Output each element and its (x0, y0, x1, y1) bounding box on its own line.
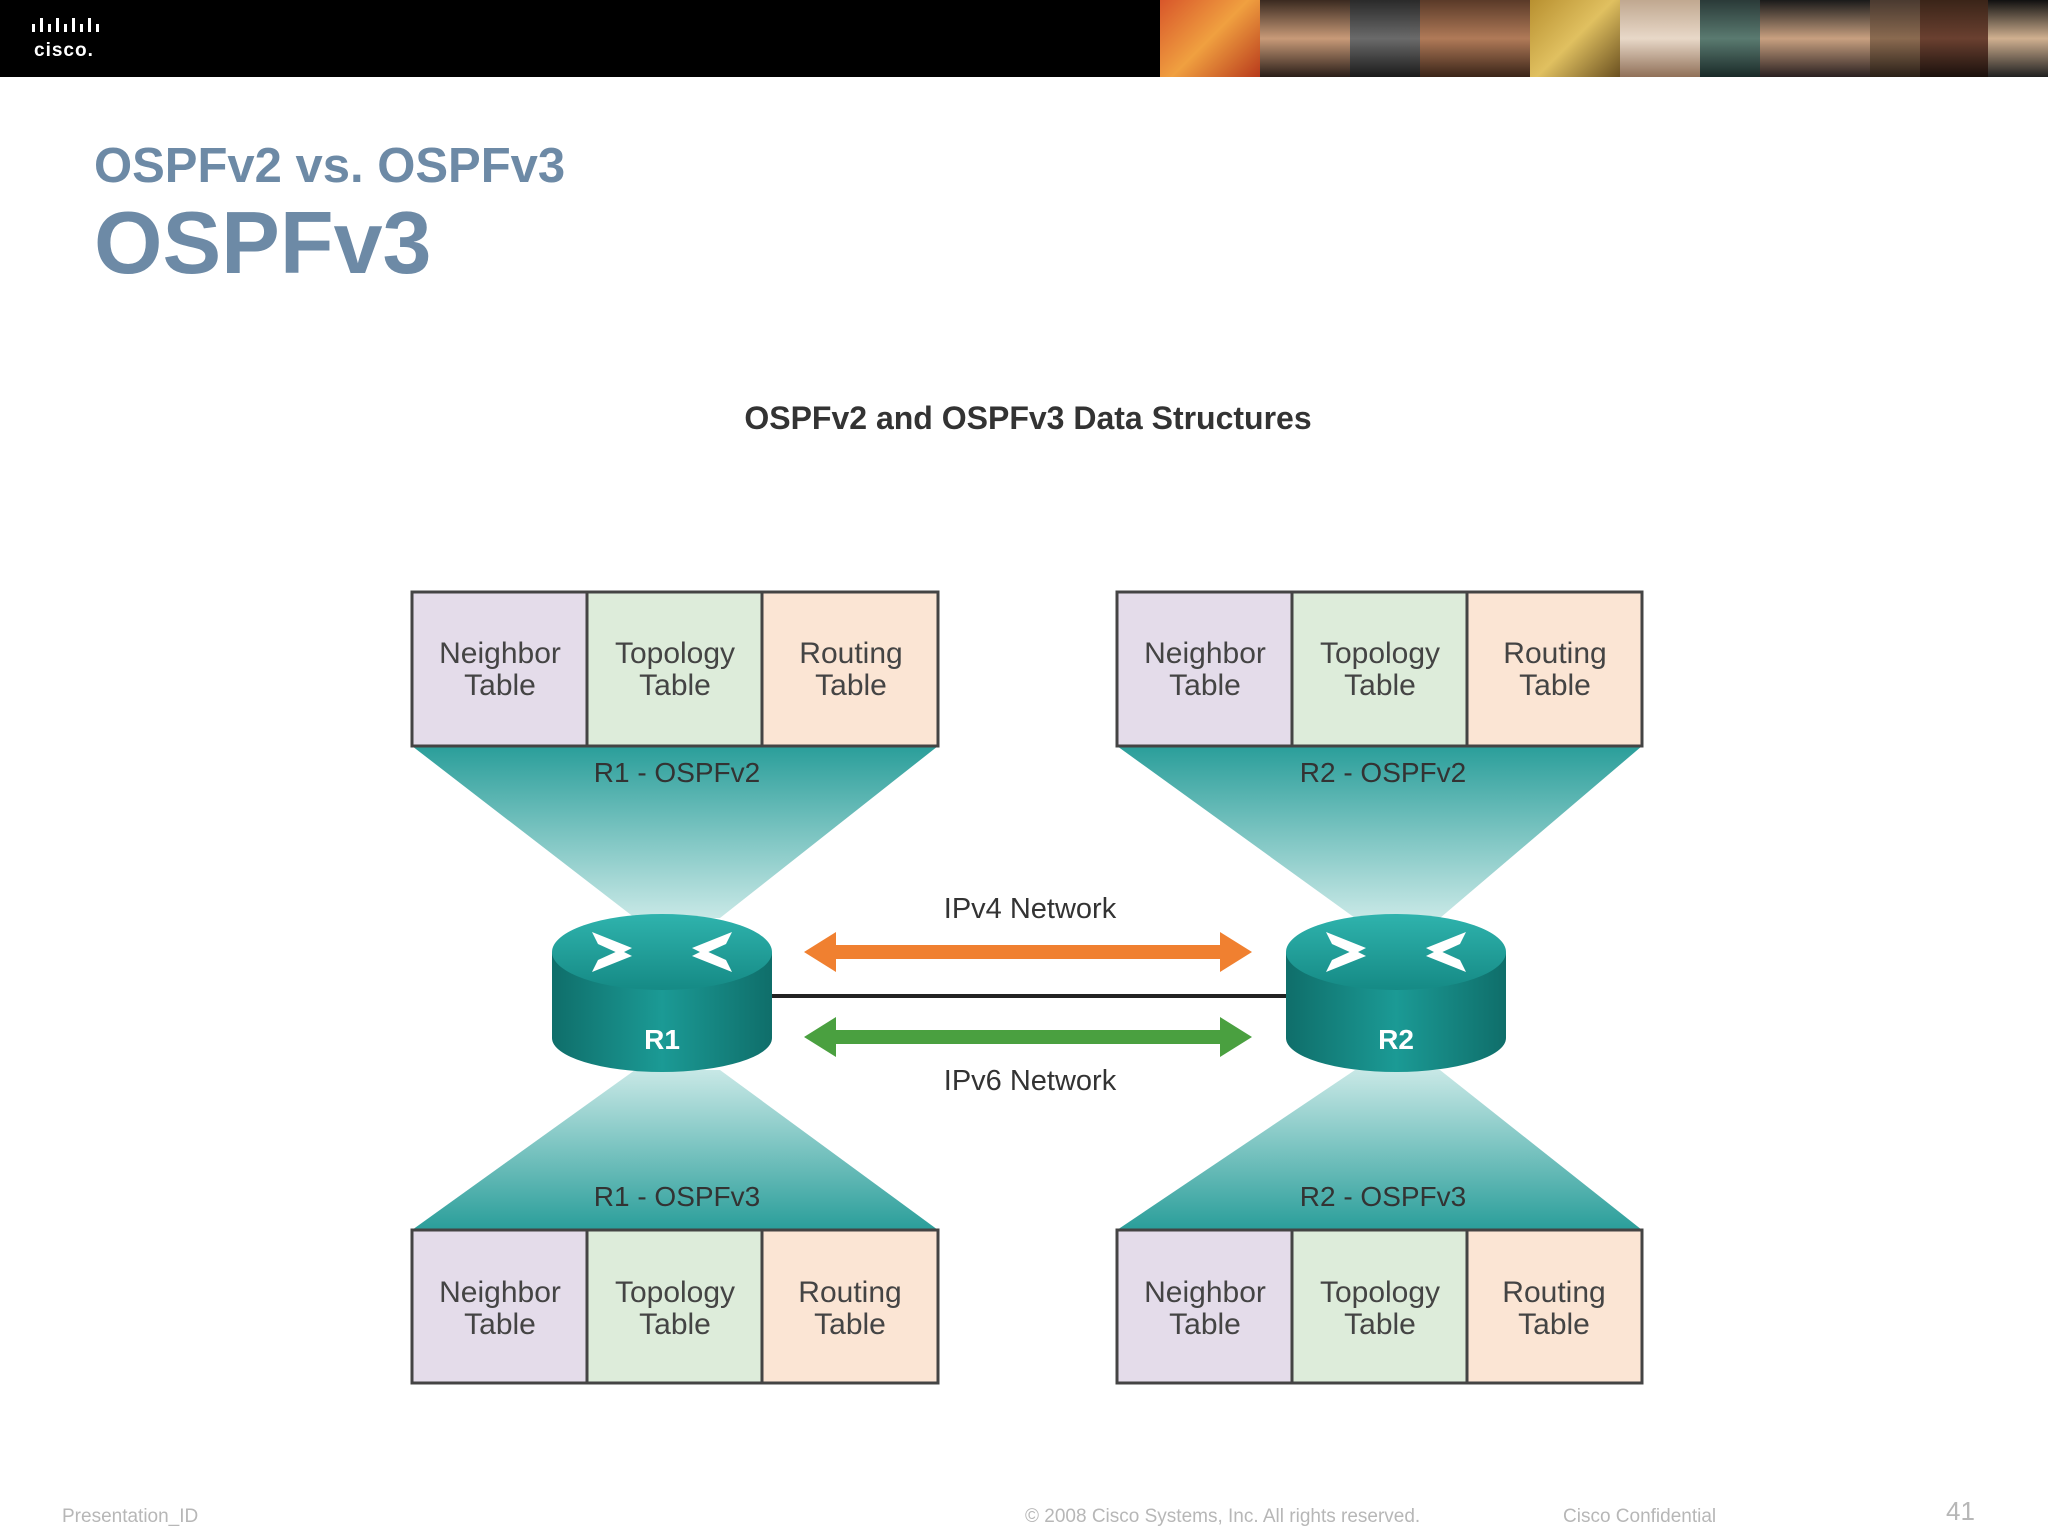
neighbor-table-label-2: Table (464, 669, 536, 702)
neighbor-table-label: Neighbor (1144, 637, 1266, 670)
router-r1-label: R1 (644, 1024, 680, 1055)
header-photo-strip (1160, 0, 2048, 77)
ipv4-network-label: IPv4 Network (944, 893, 1117, 925)
footer-copyright: © 2008 Cisco Systems, Inc. All rights re… (1025, 1506, 1421, 1527)
routing-table-label: Routing (798, 1276, 901, 1309)
ipv6-arrow-icon (804, 1017, 1252, 1057)
diagram-title: OSPFv2 and OSPFv3 Data Structures (744, 400, 1311, 436)
footer-confidential: Cisco Confidential (1563, 1506, 1717, 1527)
r2-v3-funnel (1117, 1070, 1642, 1230)
routing-table-label: Routing (1503, 637, 1606, 670)
cisco-logo (32, 18, 99, 32)
group-label-r1-v2: R1 - OSPFv2 (594, 757, 760, 788)
group-label-r2-v2: R2 - OSPFv2 (1300, 757, 1466, 788)
routing-table-label-2: Table (1518, 1308, 1590, 1341)
topology-table-label-2: Table (1344, 1308, 1416, 1341)
header-bar: cisco. (0, 0, 2048, 77)
ipv6-network-label: IPv6 Network (944, 1065, 1117, 1097)
routing-table-label: Routing (799, 637, 902, 670)
topology-table-label: Topology (1320, 637, 1440, 670)
neighbor-table-label: Neighbor (439, 1276, 561, 1309)
group-label-r2-v3: R2 - OSPFv3 (1300, 1181, 1466, 1212)
neighbor-table-label-2: Table (1169, 1308, 1241, 1341)
page-number: 41 (1946, 1496, 1975, 1526)
topology-table-label-2: Table (639, 669, 711, 702)
slide-title: OSPFv3 (94, 193, 432, 292)
topology-table-label: Topology (615, 637, 735, 670)
r2-ospfv2-tables: Neighbor Table Topology Table Routing Ta… (1115, 590, 1644, 748)
r1-v2-funnel (412, 746, 938, 918)
group-label-r1-v3: R1 - OSPFv3 (594, 1181, 760, 1212)
r1-ospfv3-tables: Neighbor Table Topology Table Routing Ta… (410, 1228, 940, 1385)
router-r2-label: R2 (1378, 1024, 1414, 1055)
cisco-logo-text: cisco. (34, 40, 94, 61)
topology-table-label-2: Table (639, 1308, 711, 1341)
routing-table-label-2: Table (815, 669, 887, 702)
neighbor-table-label-2: Table (1169, 669, 1241, 702)
topology-table-label-2: Table (1344, 669, 1416, 702)
routing-table-label-2: Table (1519, 669, 1591, 702)
routing-table-label: Routing (1502, 1276, 1605, 1309)
router-r2-icon (1286, 914, 1506, 1072)
r2-v2-funnel (1117, 746, 1642, 918)
r1-v3-funnel (412, 1070, 938, 1230)
r2-ospfv3-tables: Neighbor Table Topology Table Routing Ta… (1115, 1228, 1644, 1385)
ipv4-arrow-icon (804, 932, 1252, 972)
topology-table-label: Topology (1320, 1276, 1440, 1309)
neighbor-table-label: Neighbor (1144, 1276, 1266, 1309)
footer-presentation-id: Presentation_ID (62, 1506, 199, 1527)
neighbor-table-label-2: Table (464, 1308, 536, 1341)
routing-table-label-2: Table (814, 1308, 886, 1341)
router-r1-icon (552, 914, 772, 1072)
topology-table-label: Topology (615, 1276, 735, 1309)
neighbor-table-label: Neighbor (439, 637, 561, 670)
slide-subtitle: OSPFv2 vs. OSPFv3 (94, 139, 566, 193)
r1-ospfv2-tables: Neighbor Table Topology Table Routing Ta… (410, 590, 940, 748)
